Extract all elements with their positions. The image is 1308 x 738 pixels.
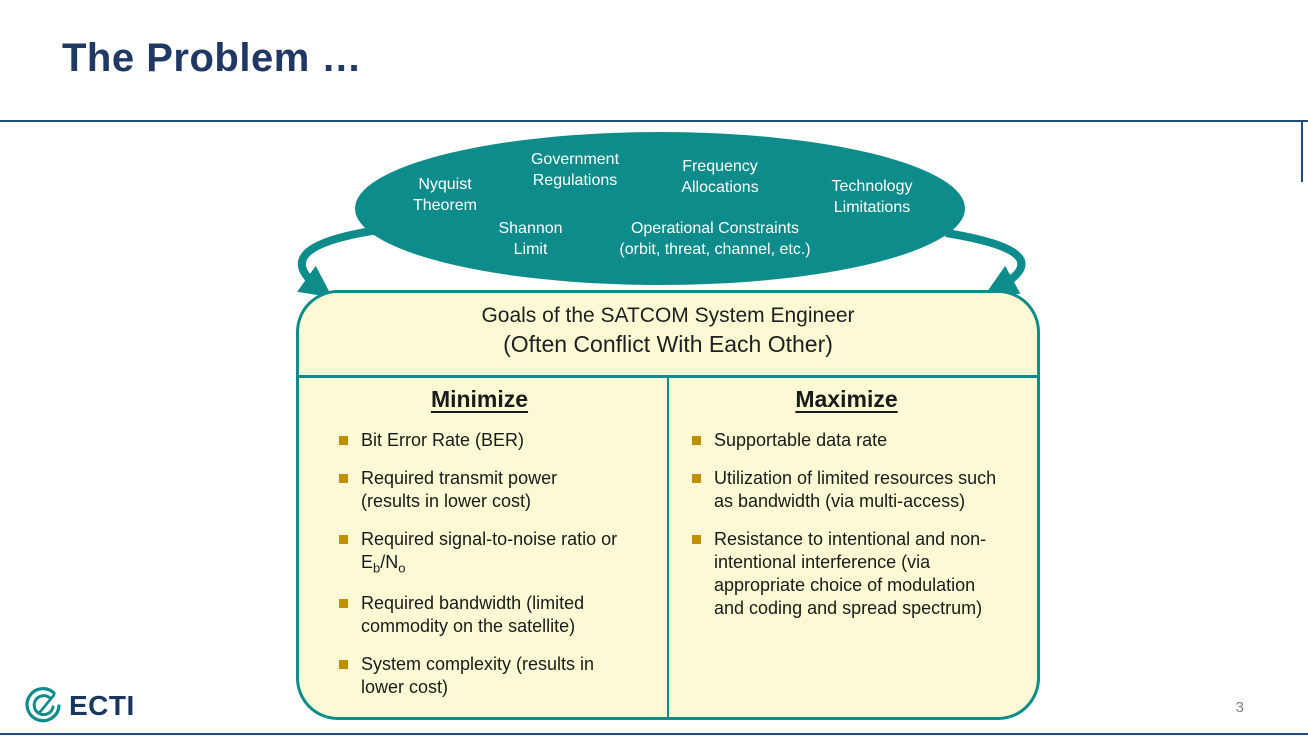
flow-arrow-right [945, 229, 1026, 296]
goals-columns: Minimize Bit Error Rate (BER) Required t… [299, 378, 1037, 717]
frame-right-tick [1301, 120, 1303, 182]
ebno-sub-o: o [398, 560, 406, 576]
maximize-item: Resistance to intentional and non-intent… [692, 528, 1001, 620]
maximize-item-text: Supportable data rate [714, 430, 888, 450]
minimize-list: Bit Error Rate (BER) Required transmit p… [339, 429, 620, 699]
page-number: 3 [1235, 699, 1244, 716]
minimize-item-text: Required signal-to-noise ratio or Eb/No [361, 528, 620, 577]
bullet-square-icon [339, 474, 348, 484]
constraint-frequency-allocations: Frequency Allocations [681, 158, 759, 197]
ebno-prefix: Required signal-to-noise ratio or E [361, 529, 618, 573]
minimize-column: Minimize Bit Error Rate (BER) Required t… [299, 378, 668, 717]
maximize-item: Utilization of limited resources such as… [692, 467, 1001, 513]
flow-arrow-left [297, 226, 379, 298]
goals-header-line2: (Often Conflict With Each Other) [503, 331, 833, 358]
bullet-square-icon [692, 436, 701, 445]
minimize-item: Required bandwidth (limited commodity on… [339, 592, 620, 638]
frame-bottom-line [0, 733, 1308, 735]
minimize-item-text: System complexity (results in lower cost… [361, 654, 595, 698]
minimize-item: Required transmit power (results in lowe… [339, 467, 620, 513]
constraints-ellipse: Nyquist Theorem Government Regulations F… [355, 132, 965, 285]
maximize-list: Supportable data rate Utilization of lim… [692, 429, 1001, 620]
constraint-operational-constraints: Operational Constraints (orbit, threat, … [619, 220, 811, 259]
maximize-item: Supportable data rate [692, 429, 1001, 452]
ebno-sub-b: b [373, 560, 381, 576]
bullet-square-icon [339, 660, 348, 670]
maximize-item-text: Resistance to intentional and non-intent… [714, 529, 987, 619]
maximize-item-text: Utilization of limited resources such as… [714, 468, 997, 512]
constraint-technology-limitations: Technology Limitations [831, 178, 913, 217]
constraint-nyquist-theorem: Nyquist Theorem [412, 176, 478, 215]
bullet-square-icon [339, 535, 348, 545]
goals-header-line1: Goals of the SATCOM System Engineer [481, 304, 855, 327]
minimize-item-text: Bit Error Rate (BER) [361, 430, 525, 450]
constraint-government-regulations: Government Regulations [530, 151, 620, 190]
slide-title: The Problem … [62, 36, 362, 80]
bullet-square-icon [339, 599, 348, 609]
ecti-logo-icon [25, 687, 61, 723]
ebno-mid: /N [380, 552, 399, 573]
maximize-heading: Maximize [795, 386, 898, 412]
minimize-item-text: Required bandwidth (limited commodity on… [361, 593, 585, 637]
maximize-column: Maximize Supportable data rate Utilizati… [668, 378, 1037, 717]
ecti-logo: ECTI [24, 686, 135, 726]
minimize-item-text: Required transmit power (results in lowe… [361, 468, 558, 512]
bullet-square-icon [692, 535, 701, 545]
goals-header: Goals of the SATCOM System Engineer (Oft… [299, 302, 1037, 360]
goals-box: Goals of the SATCOM System Engineer (Oft… [296, 290, 1040, 720]
minimize-heading: Minimize [430, 386, 529, 412]
ecti-logo-text: ECTI [69, 690, 135, 721]
goals-divider-vertical [666, 375, 670, 717]
minimize-item: System complexity (results in lower cost… [339, 653, 620, 699]
minimize-item: Required signal-to-noise ratio or Eb/No [339, 528, 620, 577]
bullet-square-icon [339, 436, 348, 445]
constraint-shannon-limit: Shannon Limit [498, 220, 563, 259]
title-underline [0, 120, 1308, 122]
minimize-item: Bit Error Rate (BER) [339, 429, 620, 452]
bullet-square-icon [692, 474, 701, 484]
